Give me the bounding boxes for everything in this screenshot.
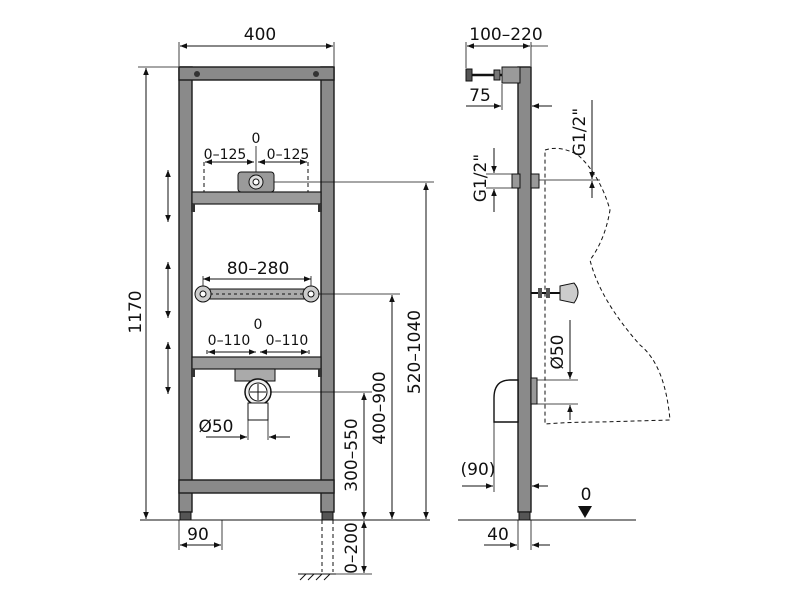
dim-bracket-spacing: 80–280 xyxy=(227,259,290,279)
dim-supply-height: 520–1040 xyxy=(405,310,425,394)
left-upright xyxy=(178,66,193,513)
dim-floor-level: 0 xyxy=(581,485,592,505)
dim-wall-offset: 75 xyxy=(469,86,491,106)
bottom-rail xyxy=(178,479,335,494)
dim-drain-diameter-side: Ø50 xyxy=(548,334,568,369)
mount-hole-right xyxy=(313,71,319,77)
side-foot xyxy=(518,511,531,521)
dim-supply-right: 0–125 xyxy=(267,147,310,163)
right-upright xyxy=(320,66,335,513)
wall-bracket xyxy=(501,66,521,84)
dim-supply-left: 0–125 xyxy=(204,147,247,163)
adjustable-bracket xyxy=(194,285,320,303)
dim-drain-right: 0–110 xyxy=(266,333,309,349)
right-foot xyxy=(321,511,334,521)
side-bracket-bolt xyxy=(531,282,579,304)
left-foot xyxy=(179,511,192,521)
floor-adjust-zone xyxy=(298,520,336,581)
front-view: 400 1170 0 0–125 0–125 80–280 0 0–110 0–… xyxy=(126,25,434,581)
dim-drain-projection: (90) xyxy=(461,460,496,480)
dim-frame-width: 400 xyxy=(244,25,276,45)
side-view: 100–220 75 G1/2" G1/2" Ø50 (90) 40 xyxy=(458,25,671,550)
top-rail xyxy=(178,66,335,81)
dim-floor-adjust: 0–200 xyxy=(342,522,362,574)
dim-drain-height: 300–550 xyxy=(342,418,362,491)
dim-total-height: 1170 xyxy=(126,290,146,333)
dim-wall-depth: 100–220 xyxy=(469,25,542,45)
dim-drain-center: 0 xyxy=(254,317,263,333)
water-supply-fitting xyxy=(237,171,275,193)
dim-foot-depth: 40 xyxy=(487,525,509,545)
mount-hole-left xyxy=(194,71,200,77)
dim-drain-diameter-front: Ø50 xyxy=(198,417,233,437)
dim-bracket-height: 400–900 xyxy=(370,371,390,444)
lower-crossbar xyxy=(191,356,322,370)
drain-fitting xyxy=(234,368,276,421)
upper-crossbar xyxy=(191,191,322,205)
side-drain-elbow xyxy=(493,377,538,423)
urinal-outline xyxy=(544,147,671,425)
dim-drain-left: 0–110 xyxy=(208,333,251,349)
dim-supply-center: 0 xyxy=(252,131,261,147)
dim-foot-width: 90 xyxy=(187,525,209,545)
dim-thread-right: G1/2" xyxy=(570,108,590,156)
side-upright xyxy=(517,66,532,513)
floor-level-marker xyxy=(578,506,592,518)
dim-thread-left: G1/2" xyxy=(471,154,491,202)
